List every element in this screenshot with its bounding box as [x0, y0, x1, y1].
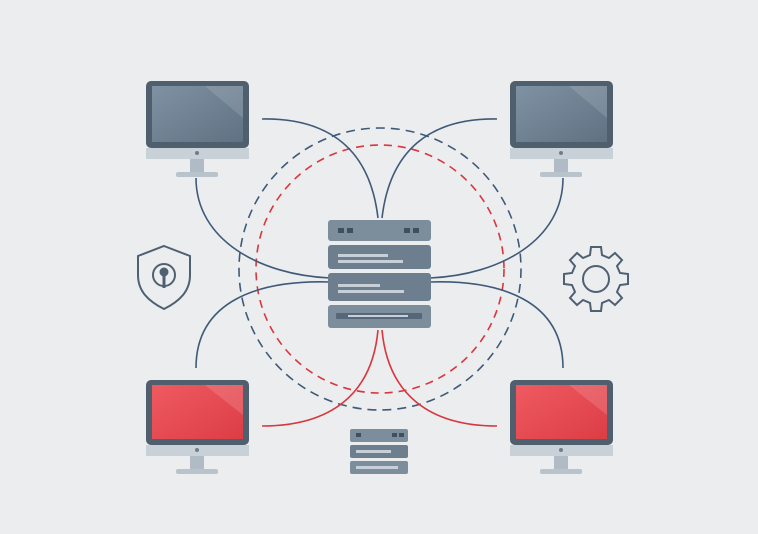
- red-connections: [261, 329, 498, 427]
- monitor-bottom-right-alert: [510, 380, 613, 474]
- link-top-right-to-server: [381, 118, 498, 219]
- blue-connections: [195, 118, 564, 369]
- inner-dashed-ring: [255, 144, 505, 394]
- link-bottom-right-to-server: [381, 329, 498, 427]
- secondary-server-icon: [350, 429, 408, 474]
- gear-icon: [563, 246, 629, 312]
- central-server-icon: [328, 220, 431, 328]
- link-top-left-to-server: [261, 118, 379, 219]
- link-bottom-left-to-server: [261, 329, 379, 427]
- link-top-right-side: [429, 177, 564, 279]
- link-top-left-side: [195, 177, 331, 279]
- link-bottom-right-side: [429, 281, 564, 369]
- outer-dashed-ring: [238, 127, 522, 411]
- shield-lock-icon: [137, 244, 191, 311]
- link-bottom-left-side: [195, 281, 331, 369]
- monitor-top-left: [146, 81, 249, 177]
- monitor-bottom-left-alert: [146, 380, 249, 474]
- monitor-top-right: [510, 81, 613, 177]
